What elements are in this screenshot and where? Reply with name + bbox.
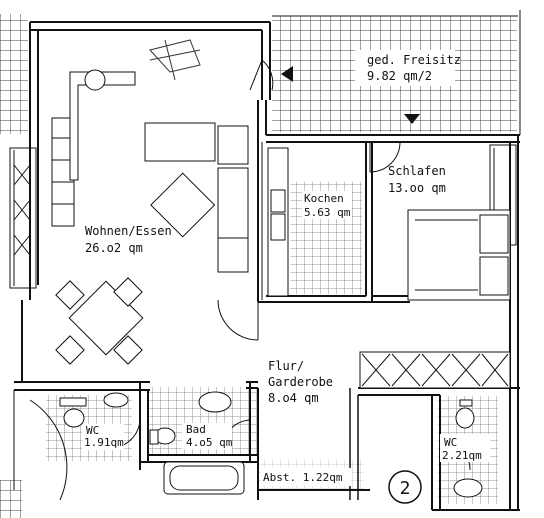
windows: [9, 117, 517, 289]
wc-left-name: WC: [86, 424, 99, 437]
living-area: 26.o2 qm: [85, 241, 143, 255]
hall-area: 8.o4 qm: [268, 391, 319, 405]
wc-right-name: WC: [444, 436, 457, 449]
wc-right-area: 2.21qm: [442, 449, 482, 462]
sanitary-fixtures: [59, 391, 483, 498]
wc-left-area: 1.91qm: [84, 436, 124, 449]
bottom-left-exterior-paving: [0, 480, 22, 518]
bedroom-furniture: [359, 209, 511, 389]
bedroom-name: Schlafen: [388, 164, 446, 178]
hall-name-line2: Garderobe: [268, 375, 333, 389]
kitchen-furniture: [267, 147, 289, 297]
terrace-area: 9.82 qm/2: [367, 69, 432, 83]
hall-name-line1: Flur/: [268, 359, 304, 373]
bath-area: 4.o5 qm: [186, 436, 233, 449]
unit-number: 2: [400, 478, 411, 499]
left-exterior-paving: [0, 14, 28, 134]
entry-arrows: [281, 66, 420, 124]
living-furniture: [55, 39, 249, 365]
bedroom-area: 13.oo qm: [388, 181, 446, 195]
kitchen-name: Kochen: [304, 192, 344, 205]
terrace-label-box: [355, 50, 455, 86]
terrace-name: ged. Freisitz: [367, 53, 461, 67]
room-labels: ged. Freisitz 9.82 qm/2 Wohnen/Essen 26.…: [82, 53, 490, 486]
storage-label: Abst. 1.22qm: [263, 471, 343, 484]
living-name: Wohnen/Essen: [85, 224, 172, 238]
unit-number-circle: [388, 470, 422, 504]
bath-name: Bad: [186, 423, 206, 436]
walls: [14, 10, 521, 511]
kitchen-area: 5.63 qm: [304, 206, 351, 219]
